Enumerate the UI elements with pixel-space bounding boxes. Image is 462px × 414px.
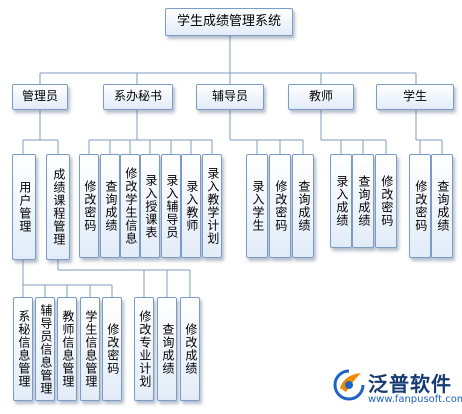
leaf-course-2: 修改成绩 — [180, 297, 200, 401]
root-system-node: 学生成绩管理系统 — [165, 8, 293, 36]
leaf-secretary-3: 录入授课表 — [140, 154, 160, 258]
leaf-course-0: 修改专业计划 — [134, 297, 154, 401]
user-mgmt-node: 用户管理 — [12, 154, 36, 260]
leaf-secretary-6: 录入教学计划 — [202, 154, 222, 258]
leaf-counselor-2: 查询成绩 — [292, 154, 314, 258]
role-student-node: 学生 — [376, 84, 454, 110]
role-admin-node: 管理员 — [12, 84, 68, 110]
logo-url: www.fanpusoft.com — [368, 394, 462, 405]
leaf-user-mgmt-2: 教师信息管理 — [57, 297, 77, 401]
leaf-counselor-0: 录入学生 — [246, 154, 268, 258]
leaf-teacher-2: 修改密码 — [375, 154, 397, 248]
leaf-user-mgmt-4: 修改密码 — [102, 297, 122, 401]
leaf-course-1: 查询成绩 — [157, 297, 177, 401]
leaf-user-mgmt-3: 学生信息管理 — [80, 297, 100, 401]
leaf-secretary-1: 查询成绩 — [100, 154, 120, 258]
role-teacher-node: 教师 — [288, 84, 354, 110]
grade-course-mgmt-node: 成绩课程管理 — [46, 154, 70, 260]
logo-brand-name: 泛普软件 — [368, 372, 452, 396]
leaf-user-mgmt-0: 系秘信息管理 — [13, 297, 33, 401]
role-counselor-node: 辅导员 — [196, 84, 264, 110]
leaf-secretary-4: 录入辅导员 — [161, 154, 181, 258]
fanpu-logo: 泛普软件 www.fanpusoft.com — [330, 366, 462, 410]
leaf-student-0: 修改密码 — [409, 154, 431, 258]
leaf-teacher-0: 录入成绩 — [330, 154, 352, 248]
fanpu-logo-icon — [333, 369, 365, 401]
leaf-secretary-5: 录入教师 — [181, 154, 201, 258]
leaf-secretary-2: 修改学生信息 — [120, 154, 140, 258]
role-secretary-node: 系办秘书 — [103, 84, 173, 110]
leaf-teacher-1: 查询成绩 — [352, 154, 374, 248]
leaf-secretary-0: 修改密码 — [79, 154, 99, 258]
leaf-user-mgmt-1: 辅导员信息管理 — [35, 297, 55, 401]
leaf-counselor-1: 修改密码 — [269, 154, 291, 258]
leaf-student-1: 查询成绩 — [431, 154, 453, 258]
